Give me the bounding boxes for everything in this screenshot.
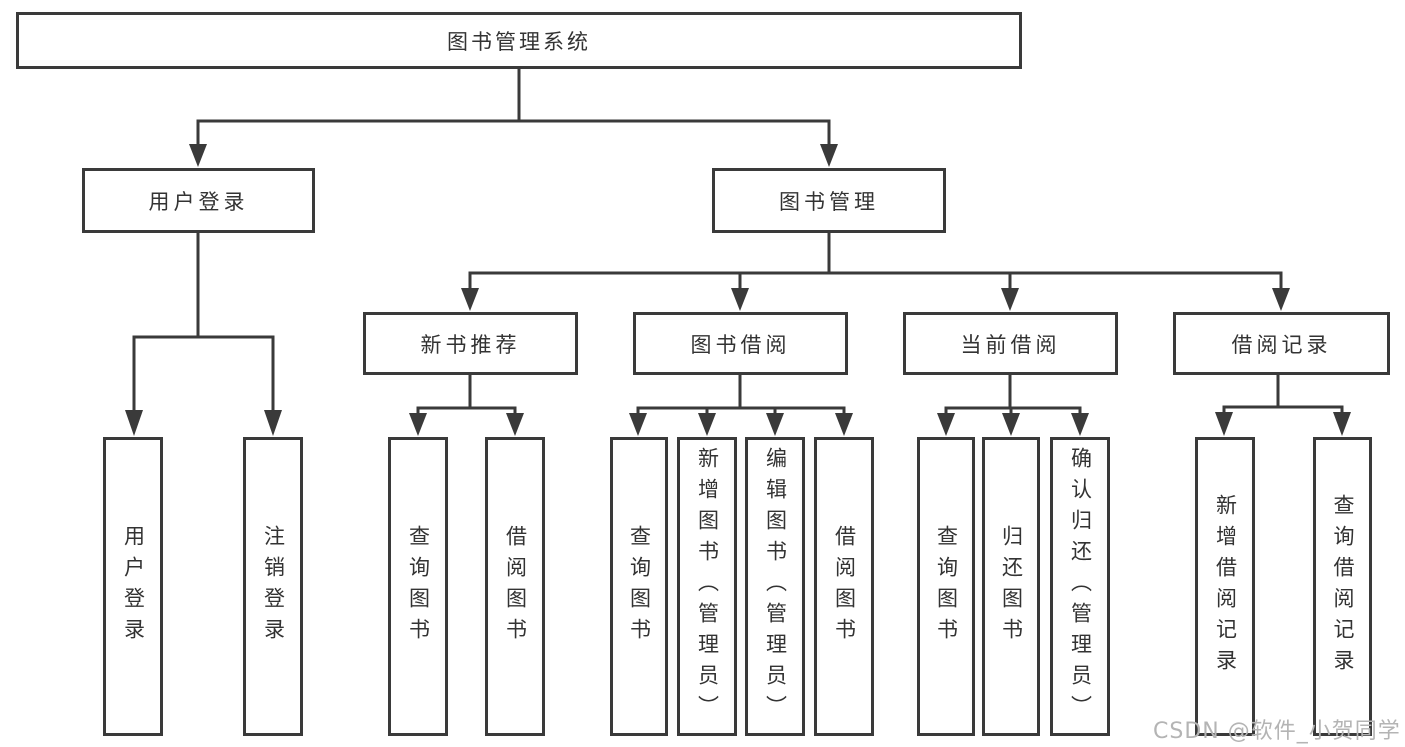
node-label: 图书管理系统	[447, 29, 591, 54]
node-new-book-recommend: 新书推荐	[363, 312, 578, 375]
node-label: 借阅图书	[832, 524, 857, 649]
connector-root-to-level2	[189, 69, 838, 167]
node-label: 当前借阅	[960, 332, 1061, 357]
node-borrow-borrow-books: 借阅图书	[814, 437, 874, 736]
node-label: 查询图书	[627, 524, 652, 649]
node-label: 查询借阅记录	[1331, 493, 1355, 680]
node-login: 用户登录	[103, 437, 163, 736]
node-label: 归还图书	[999, 524, 1024, 649]
node-recommend-borrow-books: 借阅图书	[485, 437, 545, 736]
node-current-query-books: 查询图书	[917, 437, 975, 736]
node-recommend-query-books: 查询图书	[388, 437, 448, 736]
node-book-borrow: 图书借阅	[633, 312, 848, 375]
node-logout: 注销登录	[243, 437, 303, 736]
connector-current-borrow-children	[937, 375, 1089, 436]
connector-book-borrow-children	[629, 375, 853, 436]
connector-book-management-children	[461, 233, 1290, 311]
node-borrow-edit-books-admin: 编辑图书（管理员）	[745, 437, 805, 736]
node-borrow-query-books: 查询图书	[610, 437, 668, 736]
node-label: 新增图书（管理员）	[695, 447, 720, 726]
node-label: 查询图书	[934, 524, 959, 649]
connector-user-login-children	[125, 233, 282, 436]
node-label: 借阅记录	[1231, 332, 1332, 357]
node-label: 用户登录	[148, 189, 249, 214]
connector-borrow-records-children	[1215, 375, 1351, 436]
node-library-management-system: 图书管理系统	[16, 12, 1022, 69]
node-label: 新增借阅记录	[1213, 493, 1238, 680]
node-label: 确认归还（管理员）	[1068, 447, 1093, 726]
node-current-confirm-return-admin: 确认归还（管理员）	[1050, 437, 1110, 736]
node-label: 注销登录	[261, 524, 286, 649]
node-label: 图书管理	[779, 189, 879, 214]
node-book-management: 图书管理	[712, 168, 946, 233]
node-label: 编辑图书（管理员）	[763, 447, 788, 726]
node-label: 用户登录	[121, 524, 146, 649]
node-label: 新书推荐	[420, 332, 521, 357]
node-current-return-books: 归还图书	[982, 437, 1040, 736]
node-records-add-record: 新增借阅记录	[1195, 437, 1255, 736]
node-label: 借阅图书	[503, 524, 528, 649]
watermark: CSDN @软件_小贺同学	[1153, 719, 1401, 744]
node-user-login: 用户登录	[82, 168, 315, 233]
node-current-borrow: 当前借阅	[903, 312, 1118, 375]
node-records-query-record: 查询借阅记录	[1313, 437, 1372, 736]
connector-new-book-children	[409, 375, 524, 436]
node-borrow-records: 借阅记录	[1173, 312, 1390, 375]
node-borrow-add-books-admin: 新增图书（管理员）	[677, 437, 737, 736]
node-label: 图书借阅	[690, 332, 791, 357]
node-label: 查询图书	[406, 524, 431, 649]
